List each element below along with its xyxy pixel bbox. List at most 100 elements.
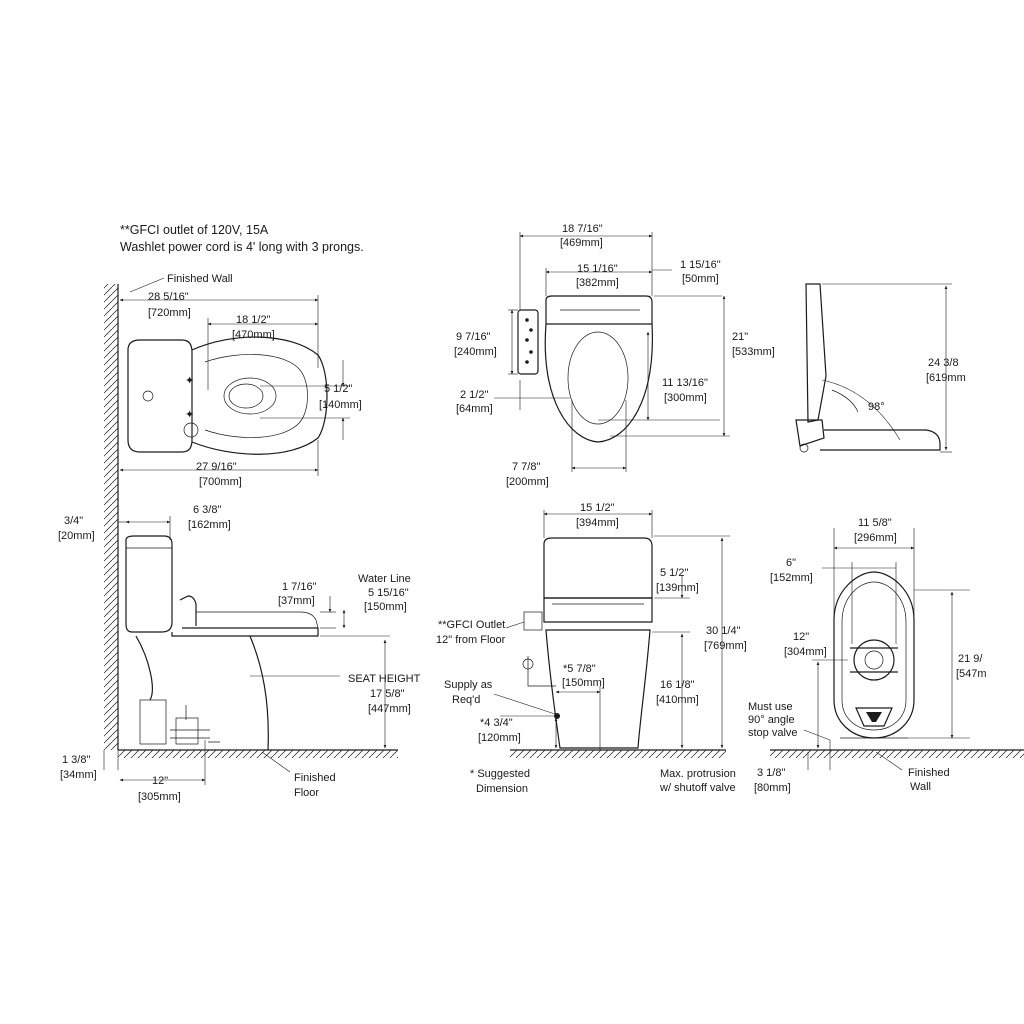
svg-text:27 9/16": 27 9/16" bbox=[196, 461, 237, 473]
svg-text:1 15/16": 1 15/16" bbox=[680, 259, 721, 271]
svg-text:[139mm]: [139mm] bbox=[656, 582, 699, 594]
svg-text:[296mm]: [296mm] bbox=[854, 532, 897, 544]
dimension-21: 21" [533mm] bbox=[610, 295, 775, 437]
svg-text:[410mm]: [410mm] bbox=[656, 694, 699, 706]
svg-text:18 1/2": 18 1/2" bbox=[236, 314, 271, 326]
svg-text:[394mm]: [394mm] bbox=[576, 517, 619, 529]
svg-text:9 7/16": 9 7/16" bbox=[456, 331, 491, 343]
svg-text:[150mm]: [150mm] bbox=[562, 677, 605, 689]
suggested-note: * Suggested bbox=[470, 768, 530, 780]
toilet-side-view: Water Line bbox=[125, 535, 411, 751]
gfci-outlet-height: 12" from Floor bbox=[436, 634, 506, 646]
svg-text:[150mm]: [150mm] bbox=[364, 601, 407, 613]
dimension-24-3-8: 24 3/8 [619mm bbox=[822, 283, 966, 453]
svg-text:[720mm]: [720mm] bbox=[148, 307, 191, 319]
svg-text:[64mm]: [64mm] bbox=[456, 403, 493, 415]
svg-text:Finished: Finished bbox=[294, 772, 336, 784]
svg-text:SEAT HEIGHT: SEAT HEIGHT bbox=[348, 673, 421, 685]
power-cord-note: Washlet power cord is 4' long with 3 pro… bbox=[120, 240, 364, 254]
svg-text:3 1/8": 3 1/8" bbox=[757, 767, 785, 779]
svg-text:28 5/16": 28 5/16" bbox=[148, 291, 189, 303]
svg-text:[152mm]: [152mm] bbox=[770, 572, 813, 584]
svg-text:3/4": 3/4" bbox=[64, 515, 83, 527]
svg-text:[50mm]: [50mm] bbox=[682, 273, 719, 285]
dimension-18-1-2: 18 1/2" [470mm] bbox=[207, 314, 319, 390]
svg-text:[162mm]: [162mm] bbox=[188, 519, 231, 531]
dimension-1-3-8: 1 3/8" [34mm] bbox=[60, 750, 119, 781]
dimension-18-7-16: 18 7/16" [469mm] bbox=[519, 223, 653, 310]
svg-text:24 3/8: 24 3/8 bbox=[928, 357, 959, 369]
dimension-9-7-16: 9 7/16" [240mm] bbox=[454, 309, 518, 375]
svg-text:1 3/8": 1 3/8" bbox=[62, 754, 90, 766]
svg-text:[240mm]: [240mm] bbox=[454, 346, 497, 358]
supply-label-2: Req'd bbox=[452, 694, 480, 706]
dimension-27: 27 9/16" [700mm] bbox=[119, 440, 319, 488]
svg-text:[37mm]: [37mm] bbox=[278, 595, 315, 607]
finished-floor-center bbox=[510, 749, 726, 758]
finished-wall-right-label: Finished bbox=[908, 767, 950, 779]
toilet-front-view bbox=[522, 537, 653, 749]
dimension-2-1-2: 2 1/2" [64mm] bbox=[456, 380, 570, 415]
seat-open-angle: 98° bbox=[868, 401, 885, 413]
finished-wall-label: Finished Wall bbox=[167, 273, 233, 285]
svg-text:[20mm]: [20mm] bbox=[58, 530, 95, 542]
svg-text:18 7/16": 18 7/16" bbox=[562, 223, 603, 235]
supply-label: Supply as bbox=[444, 679, 493, 691]
dimension-28: 28 5/16" [720mm] bbox=[119, 291, 319, 368]
max-protrusion-note: Max. protrusion bbox=[660, 768, 736, 780]
gfci-note: **GFCI outlet of 120V, 15A bbox=[120, 223, 269, 237]
svg-text:6 3/8": 6 3/8" bbox=[193, 504, 221, 516]
dimension-1-7-16: 1 7/16" [37mm] bbox=[278, 581, 336, 629]
svg-text:[447mm]: [447mm] bbox=[368, 703, 411, 715]
svg-text:17 5/8": 17 5/8" bbox=[370, 688, 405, 700]
svg-text:[300mm]: [300mm] bbox=[664, 392, 707, 404]
svg-text:30 1/4": 30 1/4" bbox=[706, 625, 741, 637]
svg-text:16 1/8": 16 1/8" bbox=[660, 679, 695, 691]
dimension-21-9-16: 21 9/ [547m bbox=[908, 589, 987, 739]
svg-text:[120mm]: [120mm] bbox=[478, 732, 521, 744]
max-protrusion-note-2: w/ shutoff valve bbox=[659, 782, 736, 794]
finished-floor-right bbox=[770, 749, 1024, 758]
seat-side-view bbox=[795, 283, 941, 453]
svg-text:5 1/2": 5 1/2" bbox=[324, 383, 352, 395]
dimension-6-3-8: 6 3/8" [162mm] bbox=[125, 504, 231, 540]
dimension-5-1-2-front: 5 1/2" [139mm] bbox=[654, 567, 699, 599]
svg-text:[769mm]: [769mm] bbox=[704, 640, 747, 652]
svg-text:11 5/8": 11 5/8" bbox=[858, 517, 892, 529]
dimension-11-5-8: 11 5/8" [296mm] bbox=[833, 517, 915, 620]
finished-wall-left bbox=[104, 284, 119, 750]
dimension-30-1-4: 30 1/4" [769mm] bbox=[654, 535, 747, 749]
dimension-5-7-8: *5 7/8" [150mm] bbox=[555, 663, 605, 750]
svg-text:[34mm]: [34mm] bbox=[60, 769, 97, 781]
dimension-6-back: 6" [152mm] bbox=[770, 557, 897, 644]
svg-text:12": 12" bbox=[793, 631, 809, 643]
toilet-top-view: ✦ ✦ bbox=[127, 336, 328, 455]
dimension-5-1-2-top: 5 1/2" [140mm] bbox=[260, 360, 362, 440]
gfci-outlet-label: **GFCI Outlet bbox=[438, 619, 505, 631]
dimension-12-side: 12" [305mm] bbox=[119, 740, 206, 803]
toilet-back-view bbox=[833, 571, 915, 739]
svg-text:5 1/2": 5 1/2" bbox=[660, 567, 688, 579]
svg-text:21 9/: 21 9/ bbox=[958, 653, 983, 665]
dimension-3-4: 3/4" [20mm] bbox=[58, 515, 130, 542]
svg-text:[470mm]: [470mm] bbox=[232, 329, 275, 341]
svg-text:Floor: Floor bbox=[294, 787, 319, 799]
finished-floor-left: Finished Floor bbox=[118, 749, 398, 799]
svg-text:✦: ✦ bbox=[185, 375, 194, 387]
side-water-line-label: Water Line bbox=[358, 573, 411, 585]
svg-text:12": 12" bbox=[152, 775, 168, 787]
svg-text:15 1/16": 15 1/16" bbox=[577, 263, 618, 275]
dimension-3-1-8: 3 1/8" [80mm] bbox=[754, 740, 831, 794]
svg-text:[469mm]: [469mm] bbox=[560, 237, 603, 249]
finished-wall-right-label-2: Wall bbox=[910, 781, 931, 793]
dimension-7-7-8: 7 7/8" [200mm] bbox=[506, 400, 627, 488]
dimension-11-13-16: 11 13/16" [300mm] bbox=[598, 331, 720, 421]
svg-text:[200mm]: [200mm] bbox=[506, 476, 549, 488]
svg-text:1 7/16": 1 7/16" bbox=[282, 581, 317, 593]
svg-text:[700mm]: [700mm] bbox=[199, 476, 242, 488]
svg-text:[80mm]: [80mm] bbox=[754, 782, 791, 794]
dimension-seat-height: SEAT HEIGHT 17 5/8" [447mm] bbox=[250, 635, 421, 749]
svg-text:5 15/16": 5 15/16" bbox=[368, 587, 409, 599]
must-use-note: Must use bbox=[748, 701, 793, 713]
must-use-note-2: 90° angle bbox=[748, 714, 795, 726]
